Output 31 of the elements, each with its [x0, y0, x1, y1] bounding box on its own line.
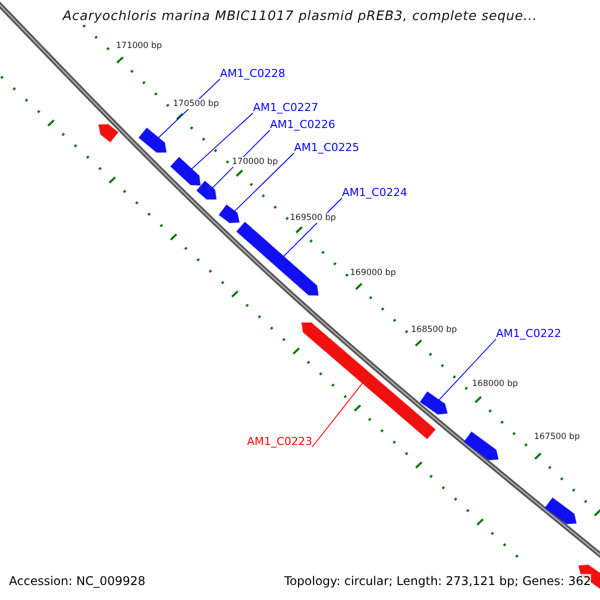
- leader-line: [312, 382, 364, 448]
- gene-feature: [236, 222, 319, 296]
- tick-label: 167500 bp: [534, 432, 580, 442]
- gene-label: AM1_C0227: [253, 101, 318, 114]
- leader-line: [191, 112, 254, 170]
- gene-feature: [196, 180, 217, 200]
- gene-feature: [170, 156, 201, 186]
- map-title: Acaryochloris marina MBIC11017 plasmid pREB3, complete seque...: [61, 9, 538, 24]
- tick-label: 168000 bp: [472, 379, 518, 389]
- tick-label: 169500 bp: [290, 213, 336, 223]
- leader-line: [438, 338, 496, 401]
- summary-text: Topology: circular; Length: 273,121 bp; Genes: 362: [284, 574, 591, 588]
- tick-label: 170500 bp: [173, 99, 219, 109]
- tick-label: 171000 bp: [116, 41, 162, 51]
- gene-feature: [464, 431, 499, 460]
- tick-label: 168500 bp: [411, 325, 457, 335]
- gene-label: AM1_C0223: [247, 435, 312, 448]
- gene-label: AM1_C0224: [342, 186, 408, 199]
- gene-label: AM1_C0222: [496, 327, 562, 340]
- gene-label: AM1_C0228: [220, 67, 286, 80]
- tick-label: 170000 bp: [232, 157, 278, 167]
- gene-label: AM1_C0225: [294, 141, 360, 154]
- gene-feature: [218, 204, 240, 224]
- gene-feature: [138, 128, 167, 153]
- gene-feature: [420, 391, 448, 414]
- gene-feature: [544, 497, 577, 524]
- leader-line: [234, 152, 294, 212]
- accession-text: Accession: NC_009928: [9, 574, 146, 588]
- tick-label: 169000 bp: [350, 268, 396, 278]
- gene-label: AM1_C0226: [270, 118, 336, 131]
- gene-feature: [98, 124, 118, 142]
